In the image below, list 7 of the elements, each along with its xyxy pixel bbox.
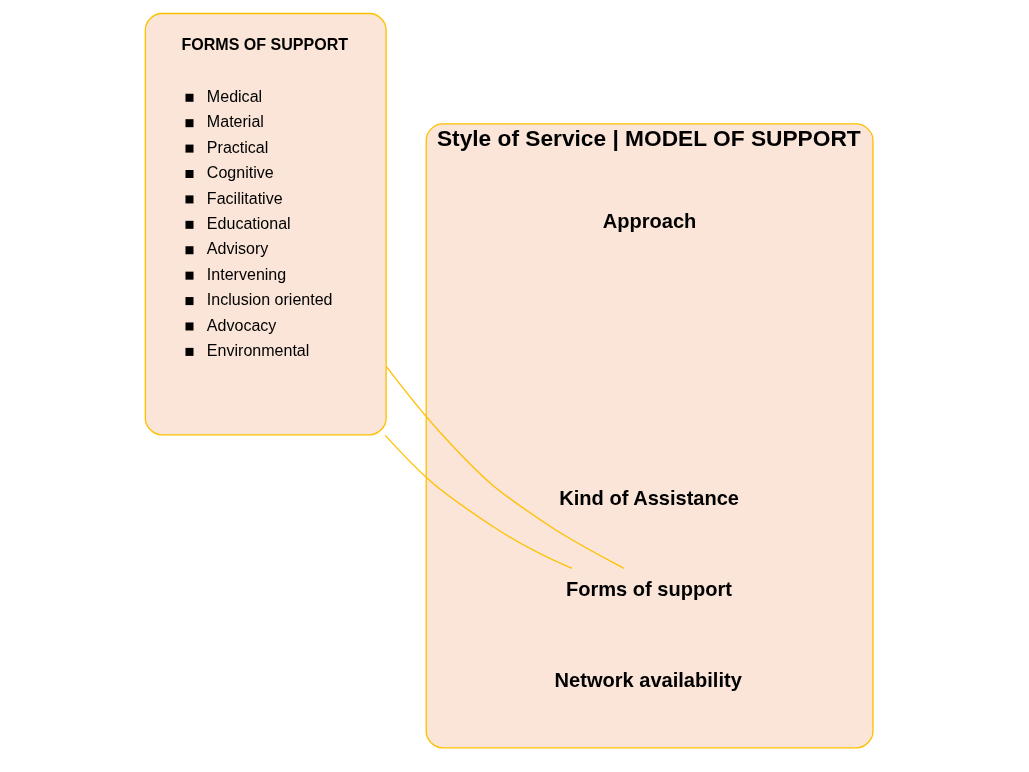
node-text: Approach xyxy=(602,209,697,232)
connector xyxy=(385,366,625,570)
connector xyxy=(384,434,573,570)
node-text: Kind of Assistance xyxy=(559,487,740,510)
node-text: Forms of support xyxy=(565,577,732,600)
node-text: Network availability xyxy=(554,668,742,691)
node-box: FORMS OF SUPPORT Medical Material Practical Cognitive Facilitative Educational Advisory Intervening Inclusion oriented Advocacy Environmental xyxy=(144,12,387,436)
